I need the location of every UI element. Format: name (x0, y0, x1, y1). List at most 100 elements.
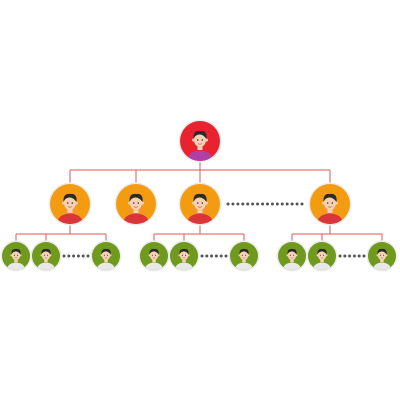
person-eye (319, 254, 321, 256)
person-icon (37, 248, 55, 270)
staff-ellipsis (338, 254, 366, 258)
staff-person-node (306, 240, 338, 272)
person-neck (242, 258, 246, 263)
ellipsis-dot (290, 202, 294, 206)
person-shirt (175, 262, 193, 270)
manager-person-node (114, 182, 158, 226)
person-eye (151, 254, 153, 256)
person-icon (283, 248, 301, 270)
person-eye (103, 254, 105, 256)
person-shirt (235, 262, 253, 270)
person-eye (47, 254, 49, 256)
ellipsis-dots (62, 202, 366, 258)
person-face (149, 250, 159, 261)
person-icon (235, 248, 253, 270)
person-shirt (124, 213, 148, 224)
person-shirt (37, 262, 55, 270)
person-eye (326, 202, 329, 204)
person-mouth (182, 257, 186, 259)
person-eye (17, 254, 19, 256)
ellipsis-dot (241, 202, 245, 206)
staff-person-node (228, 240, 260, 272)
person-icon (175, 248, 193, 270)
ellipsis-dot (214, 254, 218, 258)
person-mouth (14, 257, 18, 259)
person-icon (58, 193, 82, 224)
staff-ellipsis (62, 254, 90, 258)
person-shirt (188, 213, 212, 224)
person-neck (380, 258, 384, 263)
ellipsis-dot (231, 202, 235, 206)
ellipsis-dot (246, 202, 250, 206)
ellipsis-dot (261, 202, 265, 206)
ellipsis-dot (285, 202, 289, 206)
person-neck (152, 258, 156, 263)
person-eye (201, 139, 204, 141)
person-shirt (283, 262, 301, 270)
person-eye (155, 254, 157, 256)
person-hair (239, 248, 249, 255)
person-face (101, 250, 111, 261)
ellipsis-dot (265, 202, 269, 206)
person-hair (179, 248, 189, 255)
person-eye (323, 254, 325, 256)
person-hair (317, 248, 327, 255)
person-shirt (58, 213, 82, 224)
staff-person-node (90, 240, 122, 272)
person-hair (63, 193, 77, 202)
person-hair (129, 193, 143, 202)
person-eye (13, 254, 15, 256)
ellipsis-dot (62, 254, 66, 258)
person-neck (104, 258, 108, 263)
staff-person-node (30, 240, 62, 272)
ellipsis-dot (256, 202, 260, 206)
person-eye (185, 254, 187, 256)
person-icon (373, 248, 391, 270)
person-eye (137, 202, 140, 204)
person-shirt (318, 213, 342, 224)
person-hair (101, 248, 111, 255)
person-icon (188, 193, 212, 224)
person-mouth (152, 257, 156, 259)
ellipsis-dot (338, 254, 342, 258)
person-face (194, 133, 206, 147)
ellipsis-dot (357, 254, 361, 258)
person-hair (323, 193, 337, 202)
ellipsis-dot (275, 202, 279, 206)
person-neck (182, 258, 186, 263)
ellipsis-dot (295, 202, 299, 206)
ellipsis-dot (251, 202, 255, 206)
person-icon (97, 248, 115, 270)
person-icon (318, 193, 342, 224)
person-shirt (188, 150, 212, 161)
person-mouth (327, 206, 333, 208)
ellipsis-dot (76, 254, 80, 258)
ellipsis-dot (280, 202, 284, 206)
person-shirt (373, 262, 391, 270)
ellipsis-dot (226, 202, 230, 206)
person-eye (196, 202, 199, 204)
ellipsis-dot (300, 202, 304, 206)
person-face (194, 196, 206, 210)
person-neck (290, 258, 294, 263)
person-eye (293, 254, 295, 256)
staff-person-node (366, 240, 398, 272)
person-face (41, 250, 51, 261)
person-hair (193, 130, 207, 139)
person-shirt (7, 262, 25, 270)
person-neck (320, 258, 324, 263)
person-hair (287, 248, 297, 255)
person-face (377, 250, 387, 261)
person-mouth (380, 257, 384, 259)
manager-ellipsis (226, 202, 304, 206)
person-neck (14, 258, 18, 263)
ellipsis-dot (352, 254, 356, 258)
ellipsis-dot (362, 254, 366, 258)
person-eye (331, 202, 334, 204)
person-face (239, 250, 249, 261)
person-shirt (145, 262, 163, 270)
person-hair (377, 248, 387, 255)
person-eye (66, 202, 69, 204)
